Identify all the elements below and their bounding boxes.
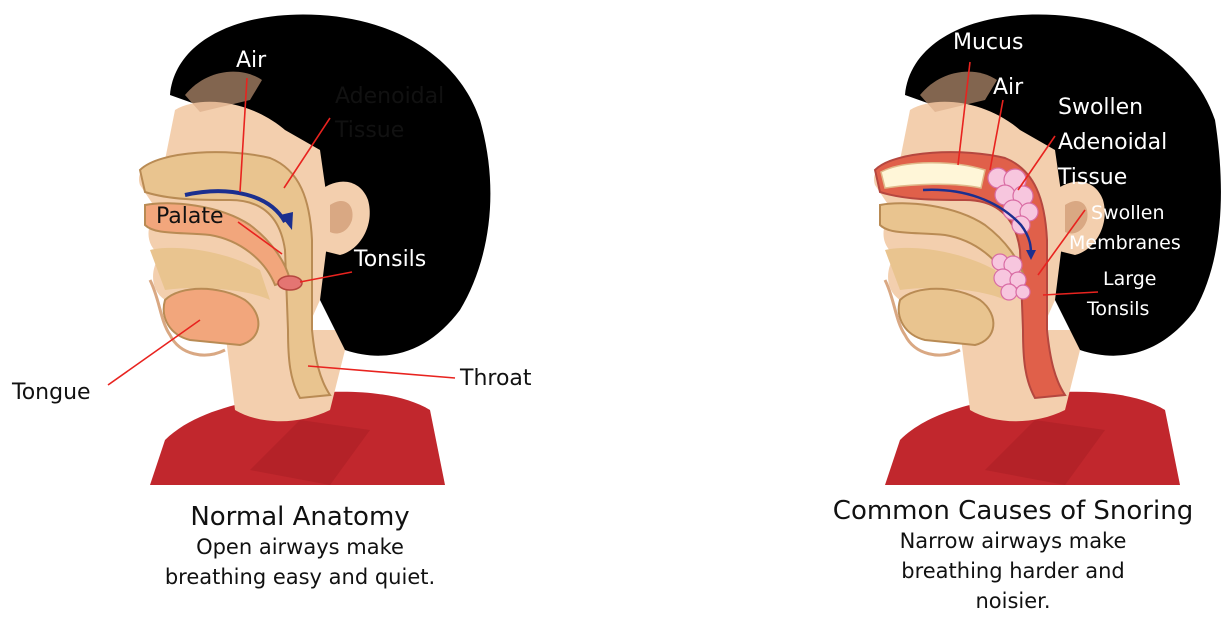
swollen-membranes-label-1: Swollen — [1091, 200, 1165, 226]
tonsils-label: Tonsils — [354, 247, 426, 273]
tissue-label: Tissue — [1058, 165, 1127, 191]
normal-caption-line1: Open airways make — [110, 532, 490, 562]
tissue-label: Tissue — [335, 118, 404, 144]
normal-caption: Normal Anatomy Open airways make breathi… — [110, 502, 490, 592]
tongue-label: Tongue — [12, 380, 91, 406]
snoring-caption-line3: noisier. — [808, 586, 1218, 616]
throat-label: Throat — [460, 366, 532, 392]
normal-caption-line2: breathing easy and quiet. — [110, 562, 490, 592]
normal-anatomy-panel: Air Adenoidal Tissue Palate Tonsils Tong… — [0, 0, 613, 628]
mucus-shape — [881, 163, 985, 188]
air-label: Air — [236, 48, 266, 74]
mucus-label: Mucus — [953, 30, 1023, 56]
large-label: Large — [1103, 266, 1156, 292]
palate-label: Palate — [156, 204, 224, 230]
swollen-label: Swollen — [1058, 95, 1143, 121]
adenoidal-label: Adenoidal — [1058, 130, 1167, 156]
snoring-caption-line2: breathing harder and — [808, 556, 1218, 586]
snoring-caption-title: Common Causes of Snoring — [808, 496, 1218, 526]
swollen-membranes-label-2: Membranes — [1069, 230, 1181, 256]
air-label: Air — [993, 75, 1023, 101]
adenoidal-label: Adenoidal — [335, 84, 444, 110]
snoring-caption: Common Causes of Snoring Narrow airways … — [808, 496, 1218, 616]
snoring-panel: Mucus Air Swollen Adenoidal Tissue Swoll… — [613, 0, 1226, 628]
tonsil-shape — [278, 276, 302, 290]
tonsils-label: Tonsils — [1087, 296, 1149, 322]
normal-caption-title: Normal Anatomy — [110, 502, 490, 532]
snoring-caption-line1: Narrow airways make — [808, 526, 1218, 556]
